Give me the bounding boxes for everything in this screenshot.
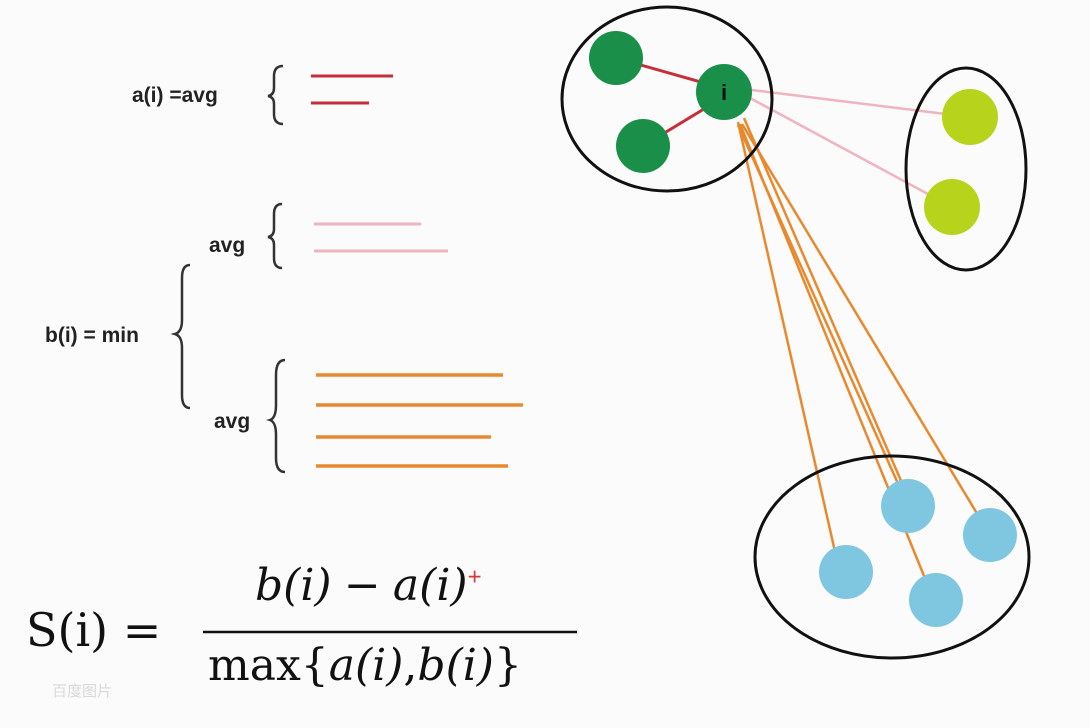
far-cluster-node-2 <box>963 508 1017 562</box>
b-min-brace <box>170 263 191 410</box>
far-cluster-node-4 <box>909 573 963 627</box>
denominator-a: a(i) <box>328 640 404 691</box>
same-cluster-node-2 <box>616 119 670 173</box>
plus-sign: + <box>467 563 482 591</box>
avg-upper-label: avg <box>209 234 246 257</box>
avg-lower-label: avg <box>214 410 251 433</box>
watermark: 百度图片 <box>52 683 113 700</box>
b-definition-group <box>170 202 523 474</box>
near-cluster-ellipse <box>904 66 1028 272</box>
near-cluster-lines <box>749 88 971 209</box>
same-cluster-node-1 <box>589 31 643 85</box>
far-cluster-node-1 <box>881 479 935 533</box>
near-cluster-node-1 <box>942 89 998 145</box>
denominator-close: } <box>493 640 522 691</box>
numerator-a: a(i) <box>392 560 468 611</box>
a-definition-label: a(i) =avg <box>132 84 218 107</box>
same-cluster-ellipse <box>560 5 774 193</box>
denominator-comma: , <box>403 640 418 691</box>
far-cluster-ellipse <box>753 454 1031 660</box>
a-definition-group <box>267 64 393 126</box>
far-cluster-node-3 <box>819 545 873 599</box>
formula-numerator: b(i) − a(i)+ <box>255 560 482 611</box>
formula-denominator: max{a(i),b(i)} <box>208 640 522 691</box>
b-definition-label: b(i) = min <box>45 324 139 347</box>
near-cluster-node-2 <box>924 179 980 235</box>
denominator-max: max{ <box>208 640 329 691</box>
b-lower-brace <box>266 358 286 474</box>
b-upper-brace <box>267 202 283 270</box>
node-i <box>696 64 752 120</box>
node-i-label: i <box>721 80 727 105</box>
formula-lhs: S(i) = <box>26 603 162 657</box>
denominator-b: b(i) <box>417 640 494 691</box>
a-brace <box>267 64 284 126</box>
numerator-b: b(i) <box>255 560 332 611</box>
numerator-minus: − <box>343 560 381 611</box>
